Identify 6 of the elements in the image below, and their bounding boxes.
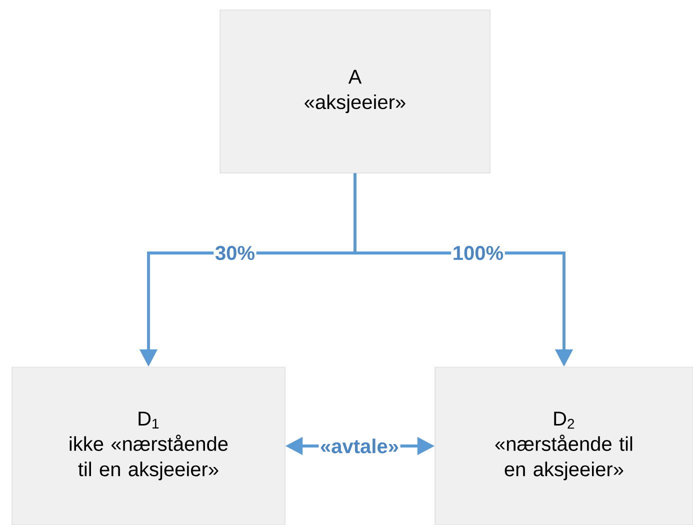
process-box: D$_{1}$ ikke «nærstående til en aksjeeier» bbox=[12, 366, 286, 525]
edge-label: 30% bbox=[214, 244, 256, 262]
process-box: D$_{2}$ «nærstående til en aksjeeier» bbox=[434, 366, 693, 525]
edge-label: «avtale» bbox=[318, 437, 400, 455]
edge-label: 100% bbox=[451, 244, 505, 262]
process-box: A «aksjeeier» bbox=[220, 10, 490, 174]
